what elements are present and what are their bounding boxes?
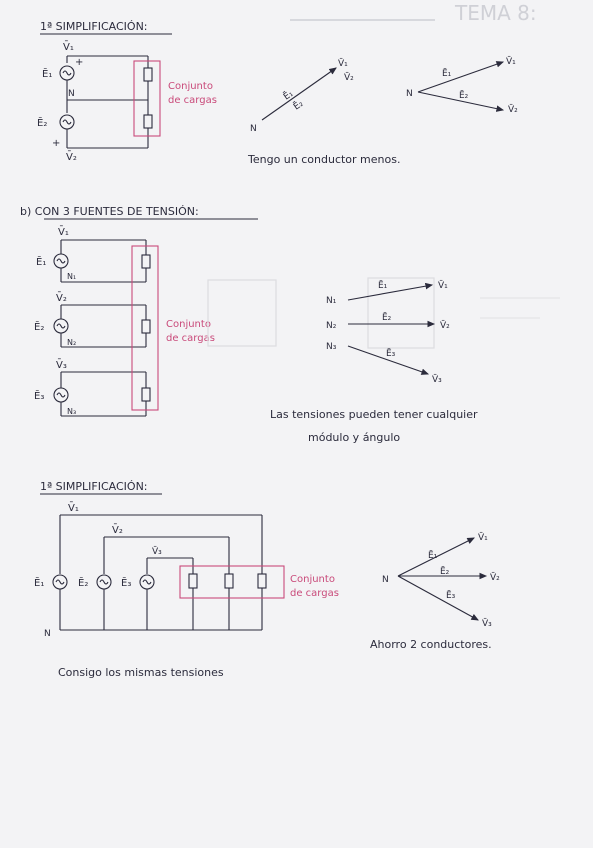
ghost-header: TEMA 8: [454, 1, 537, 25]
loads-box-3 [179, 565, 285, 599]
p3-v2: V̄₂ [490, 571, 500, 583]
c2-v3: V̄₃ [56, 358, 67, 371]
p3-n: N [382, 575, 389, 585]
c2-e2: Ē₂ [34, 320, 44, 333]
p1b-v2: V̄₂ [508, 103, 518, 115]
p1a-v1: V̄₁ [338, 57, 348, 69]
loads-box-1 [133, 60, 161, 137]
circuit-2 [53, 239, 151, 417]
p3-v3: V̄₃ [482, 617, 492, 629]
p1b-v1: V̄₁ [506, 55, 516, 67]
ghost-box-2 [367, 277, 435, 349]
p2-e1: Ē₁ [378, 280, 388, 291]
phasor-diagram-1b [417, 61, 505, 112]
c2-n3: N₃ [67, 407, 76, 416]
section2-note-line1: Las tensiones pueden tener cualquier [270, 408, 478, 421]
p2-e2: Ē₂ [382, 312, 392, 323]
circuit-1 [59, 55, 153, 149]
p2-n2: N₂ [326, 321, 337, 331]
section3-note-left: Consigo los mismas tensiones [58, 666, 224, 679]
c3-n: N [44, 629, 51, 639]
c1-e2: Ē₂ [37, 116, 47, 129]
c3-loads-label-1: Conjunto [290, 574, 335, 585]
section3-title: 1ª SIMPLIFICACIÓN: [40, 480, 148, 493]
p3-e1: Ē₁ [428, 550, 438, 561]
p1a-n: N [250, 124, 257, 134]
p3-v1: V̄₁ [478, 531, 488, 543]
c2-v2: V̄₂ [56, 291, 67, 304]
phasor-diagram-1a [261, 67, 337, 121]
p1a-e2: Ē₂ [291, 98, 305, 113]
c3-v2: V̄₂ [112, 523, 123, 536]
c3-v1: V̄₁ [68, 501, 79, 514]
p2-v2: V̄₂ [440, 319, 450, 331]
section1-title: 1ª SIMPLIFICACIÓN: [40, 20, 148, 33]
p2-n3: N₃ [326, 342, 337, 352]
c2-e3: Ē₃ [34, 389, 44, 402]
c1-v2: V̄₂ [66, 150, 77, 163]
c1-loads-label-1: Conjunto [168, 81, 213, 92]
c2-loads-label-2: de cargas [166, 333, 215, 344]
c1-v1: V̄₁ [63, 40, 74, 53]
c3-loads-label-2: de cargas [290, 588, 339, 599]
c1-plus-top: + [75, 57, 83, 68]
p2-e3: Ē₃ [386, 348, 396, 359]
c1-e1: Ē₁ [42, 67, 52, 80]
c3-v3: V̄₃ [152, 545, 162, 557]
section2-title: b) CON 3 FUENTES DE TENSIÓN: [20, 205, 199, 218]
c3-e1: Ē₁ [34, 576, 44, 589]
p3-e2: Ē₂ [440, 566, 450, 577]
phasor-diagram-3 [397, 537, 488, 621]
c2-loads-label-1: Conjunto [166, 319, 211, 330]
loads-box-2 [131, 245, 159, 411]
section3-note-right: Ahorro 2 conductores. [370, 638, 492, 651]
p1b-e2: Ē₂ [459, 90, 469, 101]
section2-note-line2: módulo y ángulo [308, 431, 400, 444]
section1-note: Tengo un conductor menos. [247, 153, 400, 166]
c2-n1: N₁ [67, 272, 76, 281]
p1b-n: N [406, 89, 413, 99]
ghost-box [207, 279, 277, 347]
p1b-e1: Ē₁ [442, 68, 452, 79]
c2-n2: N₂ [67, 338, 76, 347]
phasor-diagram-2 [347, 282, 436, 375]
c2-e1: Ē₁ [36, 255, 46, 268]
c1-plus-bottom: + [52, 138, 60, 149]
p2-v3: V̄₃ [432, 373, 442, 385]
p1a-v2: V̄₂ [344, 71, 354, 83]
p2-v1: V̄₁ [438, 279, 448, 291]
c1-loads-label-2: de cargas [168, 95, 217, 106]
p2-n1: N₁ [326, 296, 337, 306]
c1-n: N [68, 89, 75, 99]
p3-e3: Ē₃ [446, 590, 456, 601]
circuit-3 [52, 514, 267, 631]
c3-e2: Ē₂ [78, 576, 88, 589]
c2-v1: V̄₁ [58, 225, 69, 238]
p1a-e1: Ē₁ [281, 88, 295, 103]
c3-e3: Ē₃ [121, 576, 131, 589]
